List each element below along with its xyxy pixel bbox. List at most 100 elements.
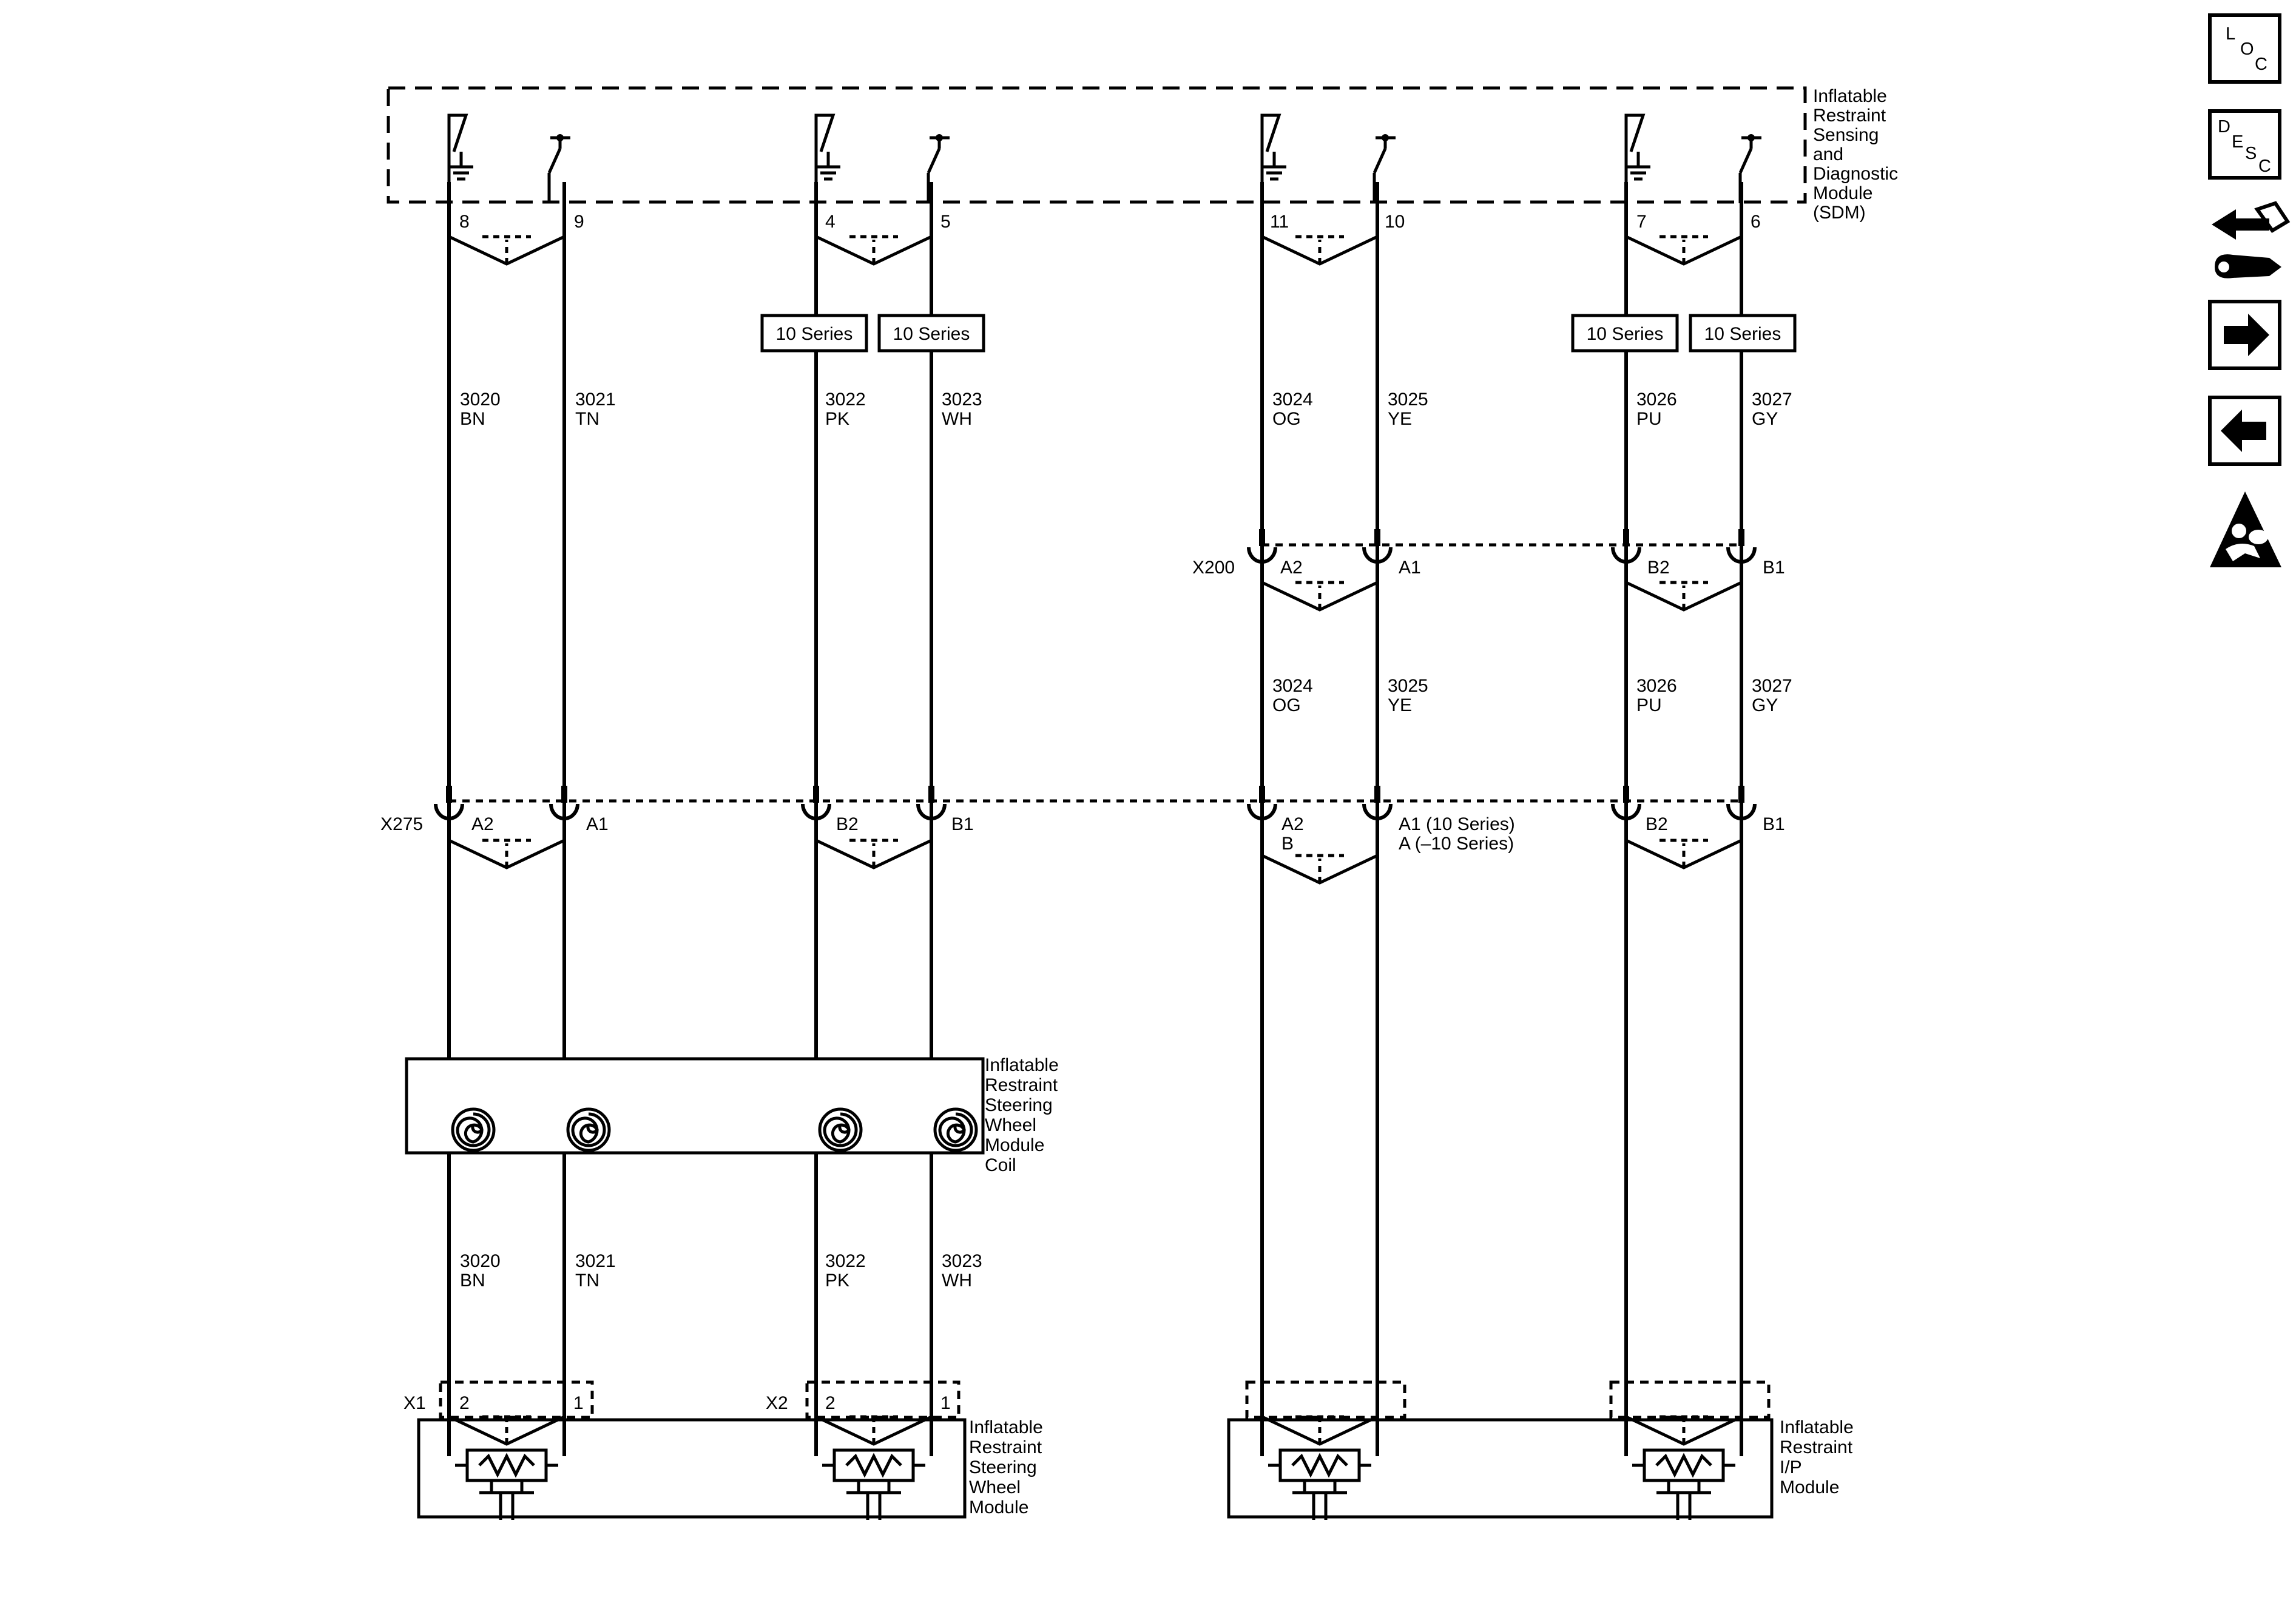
svg-text:I/P: I/P [1780,1457,1802,1477]
svg-text:OG: OG [1272,695,1301,715]
svg-text:C: C [2255,55,2267,74]
svg-text:Module: Module [969,1497,1028,1517]
svg-text:B: B [1281,834,1294,854]
svg-text:S: S [2245,144,2257,163]
svg-text:Coil: Coil [985,1155,1016,1175]
svg-text:A2: A2 [1280,558,1303,578]
svg-text:3025: 3025 [1388,390,1428,410]
svg-text:PK: PK [825,409,849,429]
svg-text:PU: PU [1636,409,1662,429]
svg-text:10 Series: 10 Series [776,324,853,344]
svg-text:10 Series: 10 Series [1704,324,1781,344]
svg-text:B2: B2 [836,814,859,834]
svg-text:GY: GY [1752,409,1778,429]
sdm-box [387,86,1807,204]
svg-text:Sensing: Sensing [1813,125,1879,145]
sdm-switches [449,115,1761,203]
sdm-label: Inflatable Restraint Sensing and Diagnos… [1813,86,1898,223]
svg-text:10 Series: 10 Series [1587,324,1664,344]
svg-text:A2: A2 [1281,814,1304,834]
svg-text:Module: Module [1780,1477,1839,1497]
svg-text:and: and [1813,144,1843,164]
svg-text:10 Series: 10 Series [893,324,970,344]
sdm-shorting-bars [449,237,1741,264]
svg-text:Restraint: Restraint [1780,1437,1853,1457]
loc-icon[interactable]: L O C [2208,13,2281,84]
svg-text:PK: PK [825,1271,849,1291]
ip-module: Inflatable Restraint I/P Module [1227,1380,1854,1520]
svg-text:3020: 3020 [460,390,501,410]
steering-wheel-module: X1 2 1 X2 2 1 Inflatable Restraint Steer… [403,1380,1043,1520]
svg-text:WH: WH [942,409,972,429]
svg-text:Steering: Steering [969,1457,1037,1477]
connector-x275: X275 A2 A1 B2 B1 A2 B A1 (10 Series) A (… [380,786,1785,883]
svg-text:11: 11 [1270,212,1289,232]
svg-text:3020: 3020 [460,1251,501,1271]
back-arrow-icon[interactable] [2208,396,2281,466]
svg-text:9: 9 [574,212,584,232]
sdm-pin-labels: 8 9 4 5 11 10 7 6 [459,212,1761,232]
svg-text:YE: YE [1388,695,1412,715]
svg-text:3025: 3025 [1388,676,1428,696]
svg-text:5: 5 [940,212,951,232]
svg-text:A (–10 Series): A (–10 Series) [1399,834,1514,854]
svg-text:BN: BN [460,1271,485,1291]
svg-text:TN: TN [575,1271,599,1291]
svg-text:L: L [2226,24,2235,44]
svg-text:Restraint: Restraint [985,1075,1058,1095]
svg-text:3026: 3026 [1636,390,1677,410]
svg-text:X275: X275 [380,814,423,834]
svg-text:Restraint: Restraint [1813,106,1886,126]
svg-text:B1: B1 [951,814,974,834]
svg-text:E: E [2232,132,2243,152]
svg-text:Inflatable: Inflatable [985,1055,1059,1075]
svg-text:BN: BN [460,409,485,429]
svg-text:3026: 3026 [1636,676,1677,696]
svg-text:YE: YE [1388,409,1412,429]
svg-text:Restraint: Restraint [969,1437,1042,1457]
svg-text:B2: B2 [1647,558,1670,578]
svg-text:3023: 3023 [942,1251,982,1271]
svg-text:X1: X1 [403,1393,426,1413]
svg-text:A2: A2 [471,814,494,834]
connector-tool-icon[interactable] [2212,201,2291,279]
svg-text:7: 7 [1636,212,1647,232]
svg-text:B1: B1 [1763,558,1785,578]
svg-text:3024: 3024 [1272,676,1313,696]
svg-text:Module: Module [1813,183,1872,203]
svg-text:PU: PU [1636,695,1662,715]
svg-text:B1: B1 [1763,814,1785,834]
svg-text:Diagnostic: Diagnostic [1813,164,1898,184]
svg-text:2: 2 [459,1393,470,1413]
airbag-warning-icon[interactable] [2210,491,2281,567]
svg-text:GY: GY [1752,695,1778,715]
steering-wheel-coil: Inflatable Restraint Steering Wheel Modu… [405,1055,1059,1175]
svg-text:3027: 3027 [1752,676,1792,696]
svg-text:Module: Module [985,1135,1044,1155]
svg-text:X2: X2 [766,1393,788,1413]
svg-text:4: 4 [825,212,836,232]
svg-text:3023: 3023 [942,390,982,410]
svg-text:3024: 3024 [1272,390,1313,410]
svg-text:D: D [2218,117,2230,137]
svg-text:X200: X200 [1192,558,1235,578]
svg-text:3021: 3021 [575,1251,616,1271]
svg-text:Wheel: Wheel [985,1115,1036,1135]
svg-text:WH: WH [942,1271,972,1291]
svg-text:10: 10 [1385,212,1405,232]
svg-text:B2: B2 [1646,814,1668,834]
svg-text:(SDM): (SDM) [1813,203,1866,223]
svg-text:A1 (10 Series): A1 (10 Series) [1399,814,1515,834]
svg-text:2: 2 [825,1393,836,1413]
series-tags: 10 Series 10 Series 10 Series 10 Series [760,314,1797,353]
svg-text:OG: OG [1272,409,1301,429]
desc-icon[interactable]: D E S C [2208,109,2281,180]
svg-text:3022: 3022 [825,1251,866,1271]
forward-arrow-icon[interactable] [2208,300,2281,370]
svg-text:Inflatable: Inflatable [969,1417,1043,1437]
svg-text:Steering: Steering [985,1095,1053,1115]
